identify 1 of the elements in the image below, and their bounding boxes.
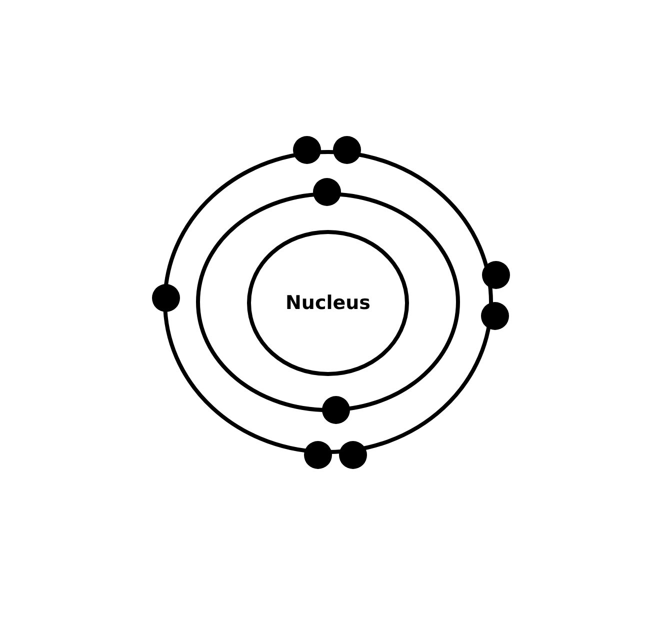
nucleus-label: Nucleus — [286, 292, 370, 314]
